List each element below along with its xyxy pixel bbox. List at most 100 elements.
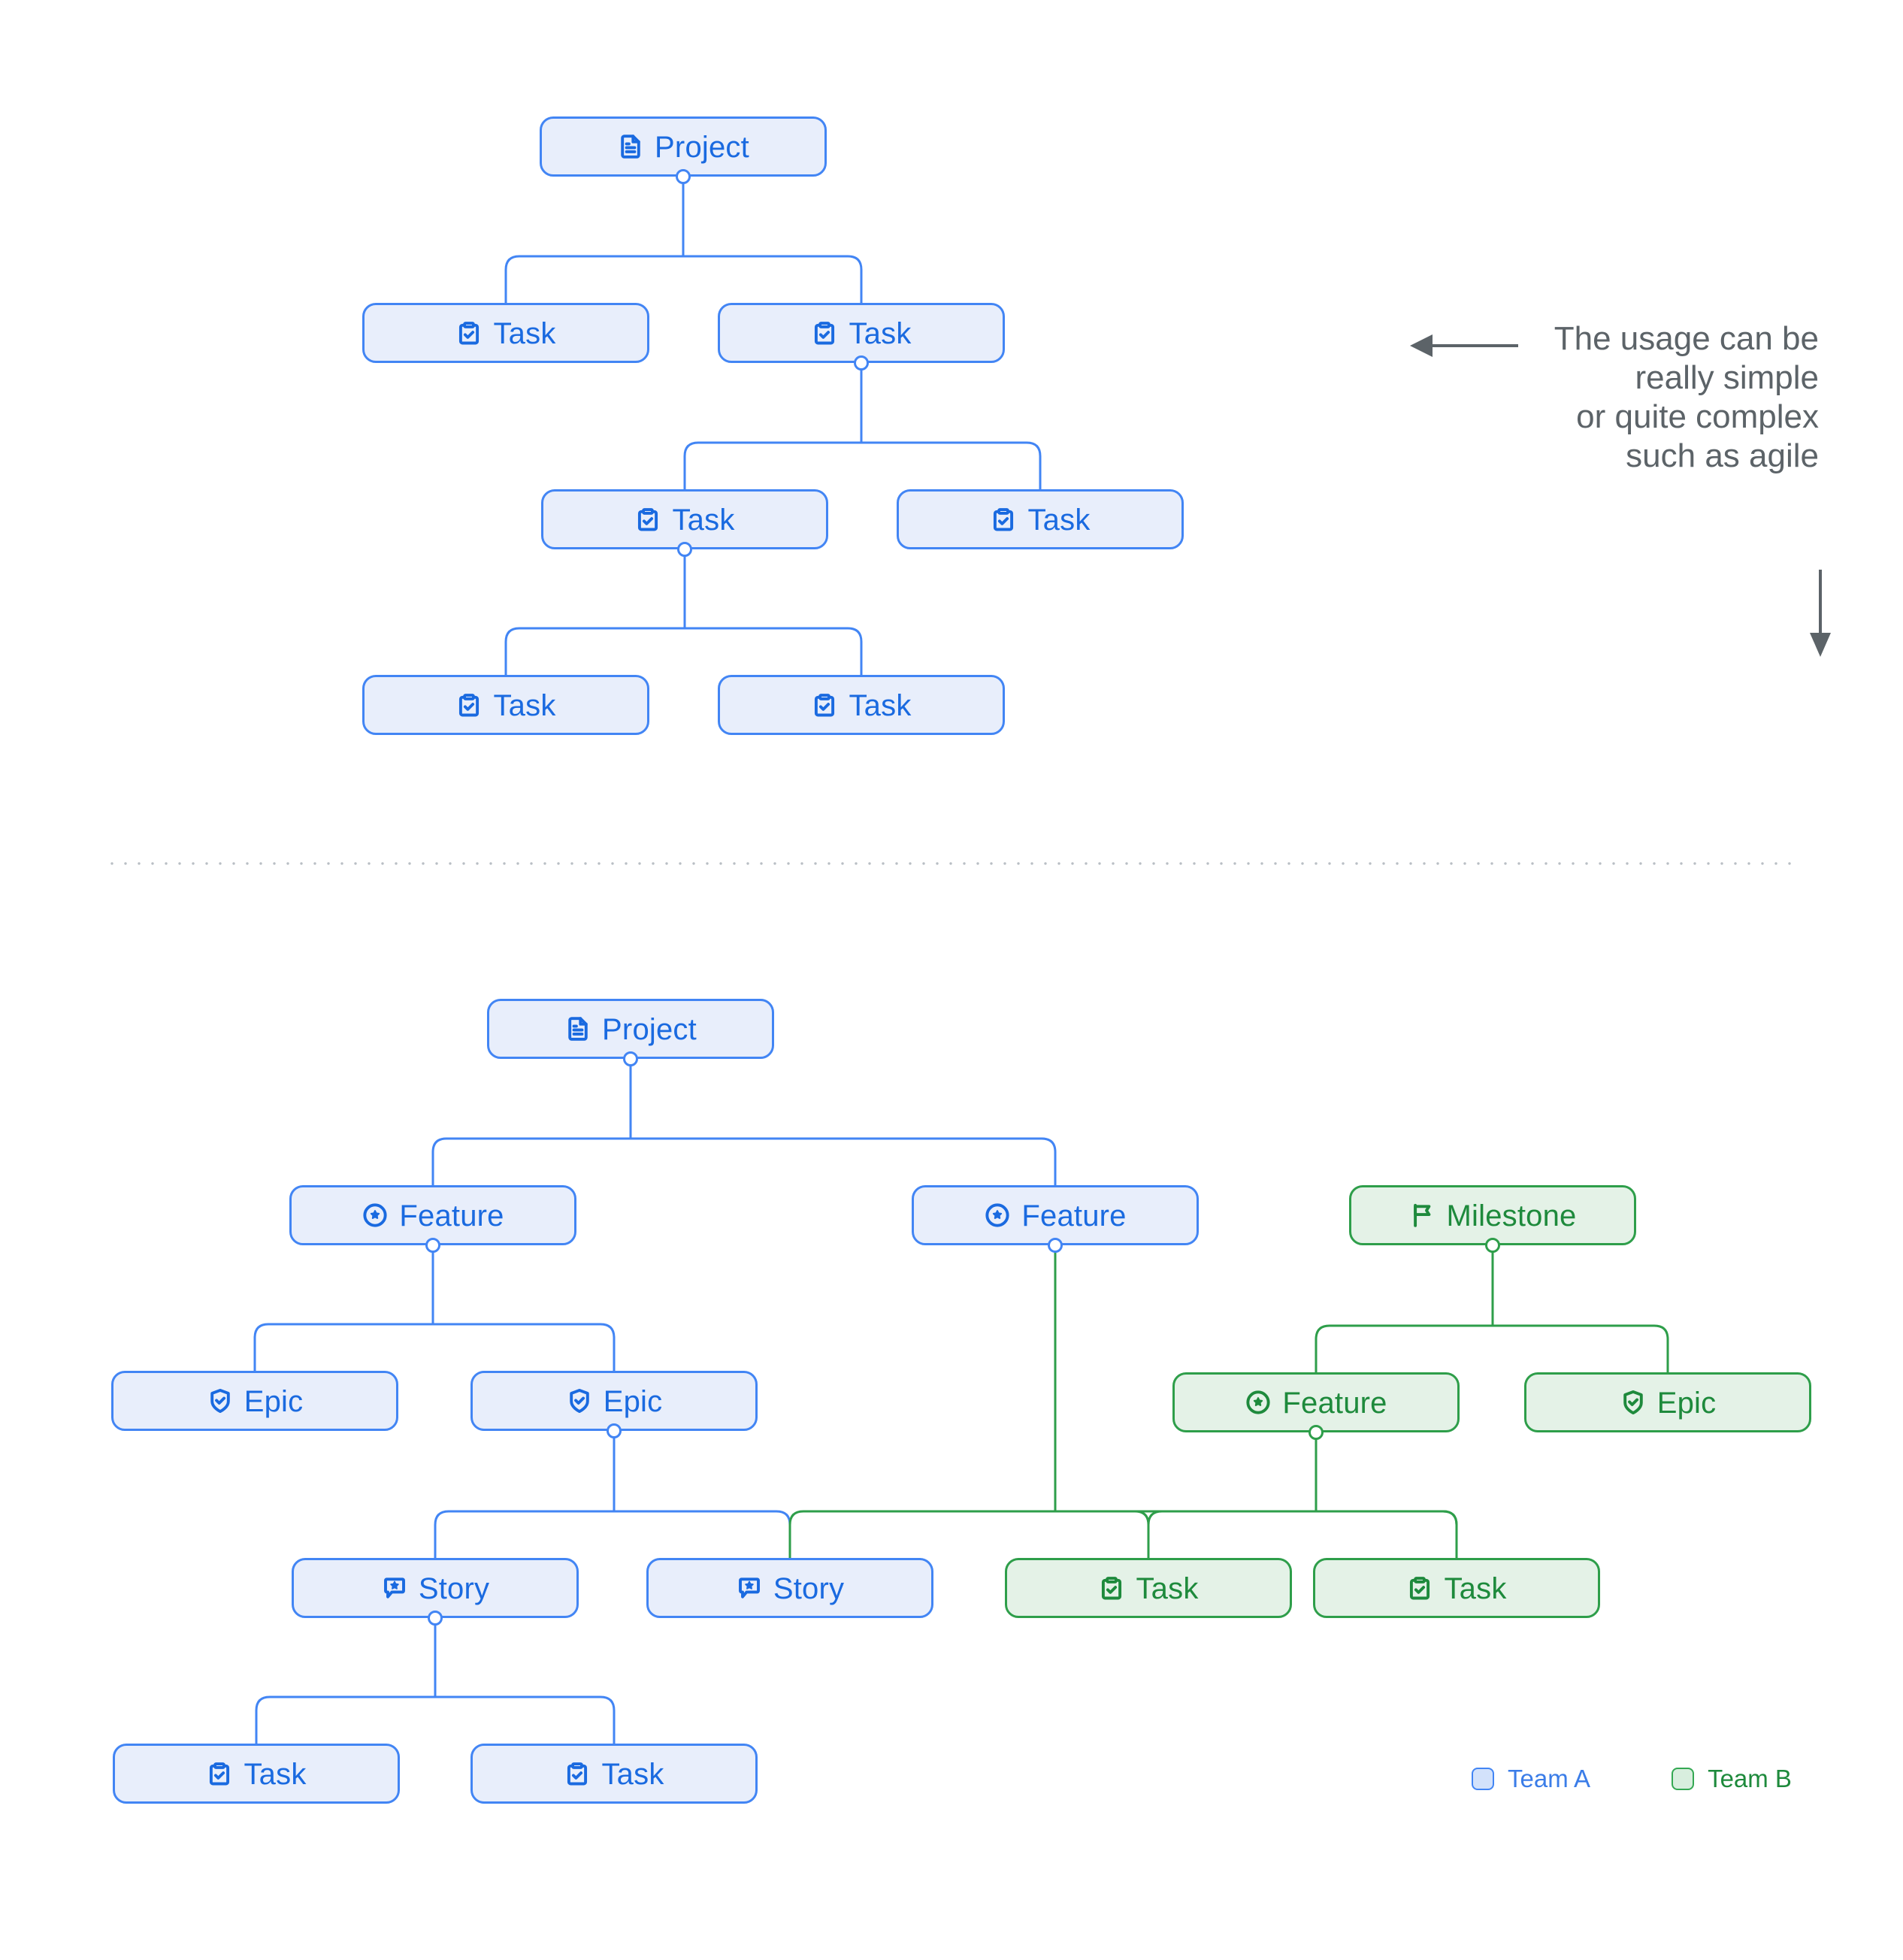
- node-label: Project: [602, 1013, 697, 1046]
- legend-label-team-b: Team B: [1708, 1765, 1792, 1792]
- node-feature[interactable]: Feature: [1172, 1372, 1460, 1432]
- clipboard-check-icon: [634, 506, 661, 533]
- edge-connector: [1054, 1510, 1458, 1559]
- arrow-left-icon: [1410, 334, 1518, 357]
- node-task[interactable]: Task: [1313, 1558, 1600, 1618]
- edge-connector: [434, 1510, 616, 1559]
- node-task[interactable]: Task: [718, 303, 1005, 363]
- node-label: Feature: [1021, 1199, 1127, 1233]
- clipboard-check-icon: [811, 319, 838, 346]
- node-label: Task: [672, 504, 735, 537]
- legend-item-team-b[interactable]: Team B: [1672, 1765, 1792, 1793]
- node-label: Task: [493, 689, 556, 722]
- node-task[interactable]: Task: [897, 489, 1184, 549]
- legend: Team A Team B: [1472, 1765, 1792, 1793]
- node-task[interactable]: Task: [470, 1744, 758, 1804]
- node-label: Milestone: [1446, 1199, 1577, 1233]
- annotation-line-3: or quite complex: [1576, 398, 1819, 435]
- document-icon: [617, 133, 644, 160]
- node-epic[interactable]: Epic: [1524, 1372, 1811, 1432]
- node-label: Task: [1444, 1572, 1507, 1605]
- edge-connector: [1147, 1510, 1318, 1559]
- clipboard-check-icon: [811, 691, 838, 718]
- edge-connector: [431, 1137, 632, 1187]
- node-epic[interactable]: Epic: [470, 1371, 758, 1431]
- shield-check-icon: [1620, 1389, 1647, 1416]
- node-feature[interactable]: Feature: [912, 1185, 1199, 1245]
- connection-port[interactable]: [607, 1423, 622, 1438]
- node-label: Task: [493, 317, 556, 350]
- node-label: Feature: [399, 1199, 504, 1233]
- node-label: Feature: [1282, 1387, 1387, 1420]
- clipboard-check-icon: [1406, 1574, 1433, 1602]
- arrow-down-icon: [1810, 570, 1831, 657]
- node-task[interactable]: Task: [541, 489, 828, 549]
- node-story[interactable]: Story: [646, 1558, 933, 1618]
- node-task[interactable]: Task: [362, 303, 649, 363]
- clipboard-check-icon: [455, 691, 483, 718]
- node-task[interactable]: Task: [718, 675, 1005, 735]
- star-circle-icon: [1245, 1389, 1272, 1416]
- node-feature[interactable]: Feature: [289, 1185, 576, 1245]
- node-label: Epic: [1656, 1387, 1717, 1420]
- connection-port[interactable]: [1309, 1425, 1324, 1440]
- clipboard-check-icon: [564, 1760, 591, 1787]
- edge-connector: [613, 1510, 791, 1559]
- edge-connector: [431, 1323, 616, 1372]
- edge-connector: [434, 1695, 616, 1745]
- shield-check-icon: [566, 1387, 593, 1414]
- edge-connector: [682, 255, 863, 304]
- node-label: Task: [849, 317, 912, 350]
- node-label: Task: [244, 1758, 307, 1791]
- edge-connector: [629, 1137, 1057, 1187]
- edge-connector: [504, 255, 685, 304]
- connection-port[interactable]: [623, 1051, 638, 1066]
- node-label: Story: [418, 1572, 490, 1605]
- node-project[interactable]: Project: [540, 116, 827, 177]
- legend-swatch-team-b: [1672, 1768, 1695, 1790]
- connection-port[interactable]: [428, 1611, 443, 1626]
- edge-connector: [860, 441, 1042, 491]
- node-label: Project: [655, 131, 749, 164]
- node-label: Task: [1027, 504, 1091, 537]
- node-label: Task: [601, 1758, 664, 1791]
- annotation-line-4: such as agile: [1626, 437, 1819, 474]
- legend-item-team-a[interactable]: Team A: [1472, 1765, 1590, 1793]
- node-task[interactable]: Task: [1005, 1558, 1292, 1618]
- story-bubble-icon: [736, 1574, 763, 1602]
- section-divider: [105, 862, 1799, 865]
- clipboard-check-icon: [990, 506, 1017, 533]
- connection-port[interactable]: [676, 169, 691, 184]
- edge-connector: [1491, 1324, 1669, 1374]
- node-epic[interactable]: Epic: [111, 1371, 398, 1431]
- legend-label-team-a: Team A: [1508, 1765, 1591, 1792]
- node-task[interactable]: Task: [113, 1744, 400, 1804]
- edge-connector: [683, 627, 863, 676]
- node-milestone[interactable]: Milestone: [1349, 1185, 1636, 1245]
- shield-check-icon: [207, 1387, 234, 1414]
- connection-port[interactable]: [854, 355, 869, 371]
- legend-swatch-team-a: [1472, 1768, 1494, 1790]
- connection-port[interactable]: [677, 542, 692, 557]
- node-project[interactable]: Project: [487, 999, 774, 1059]
- connection-port[interactable]: [425, 1238, 440, 1253]
- node-label: Task: [849, 689, 912, 722]
- node-task[interactable]: Task: [362, 675, 649, 735]
- annotation-line-2: really simple: [1635, 358, 1819, 396]
- edge-connector: [683, 441, 863, 491]
- connection-port[interactable]: [1048, 1238, 1063, 1253]
- edge-connector: [253, 1323, 434, 1372]
- annotation-text: The usage can be really simple or quite …: [1473, 319, 1819, 476]
- node-label: Story: [773, 1572, 845, 1605]
- node-label: Task: [1136, 1572, 1199, 1605]
- document-icon: [564, 1015, 591, 1042]
- edge-connector: [504, 627, 686, 676]
- node-story[interactable]: Story: [292, 1558, 579, 1618]
- node-label: Epic: [244, 1385, 304, 1418]
- edge-connector: [1315, 1324, 1494, 1374]
- connection-port[interactable]: [1485, 1238, 1500, 1253]
- star-circle-icon: [984, 1202, 1011, 1229]
- edge-connector: [788, 1510, 1057, 1559]
